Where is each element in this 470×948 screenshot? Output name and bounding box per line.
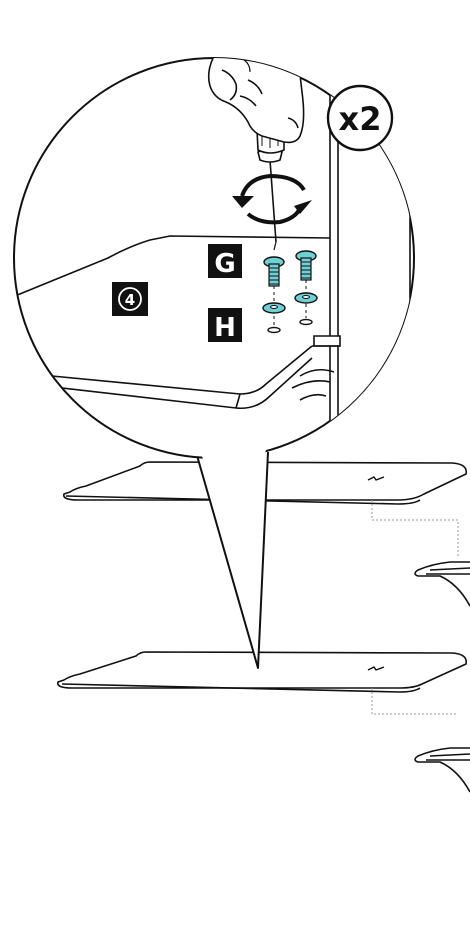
detail-plate: [14, 235, 331, 410]
screw-label: G: [214, 249, 235, 279]
alignment-lines: [273, 262, 307, 326]
washer-label-badge: H: [208, 308, 242, 343]
stand-neck-upper: [414, 561, 470, 607]
screw-g-right: [295, 250, 317, 281]
washer-h-left: [262, 302, 286, 314]
hand-icon: [207, 58, 305, 144]
slot-mark-lower: [367, 666, 385, 671]
step-number: 4: [125, 291, 135, 309]
quantity-label: x2: [339, 100, 382, 138]
screw-label-badge: G: [208, 244, 242, 279]
connector-lower: [371, 688, 458, 715]
screw-holes: [267, 318, 313, 334]
stand-base-lower: [56, 651, 468, 693]
connector-upper: [371, 500, 459, 556]
screw-g-left: [263, 256, 285, 287]
quantity-badge: x2: [326, 84, 394, 152]
slot-mark-upper: [367, 476, 385, 481]
washer-label: H: [214, 313, 236, 343]
step-number-badge: 4: [112, 282, 148, 316]
stand-neck-lower: [414, 747, 470, 793]
washer-h-right: [294, 292, 318, 304]
rotate-arrow-icon: [232, 173, 312, 225]
